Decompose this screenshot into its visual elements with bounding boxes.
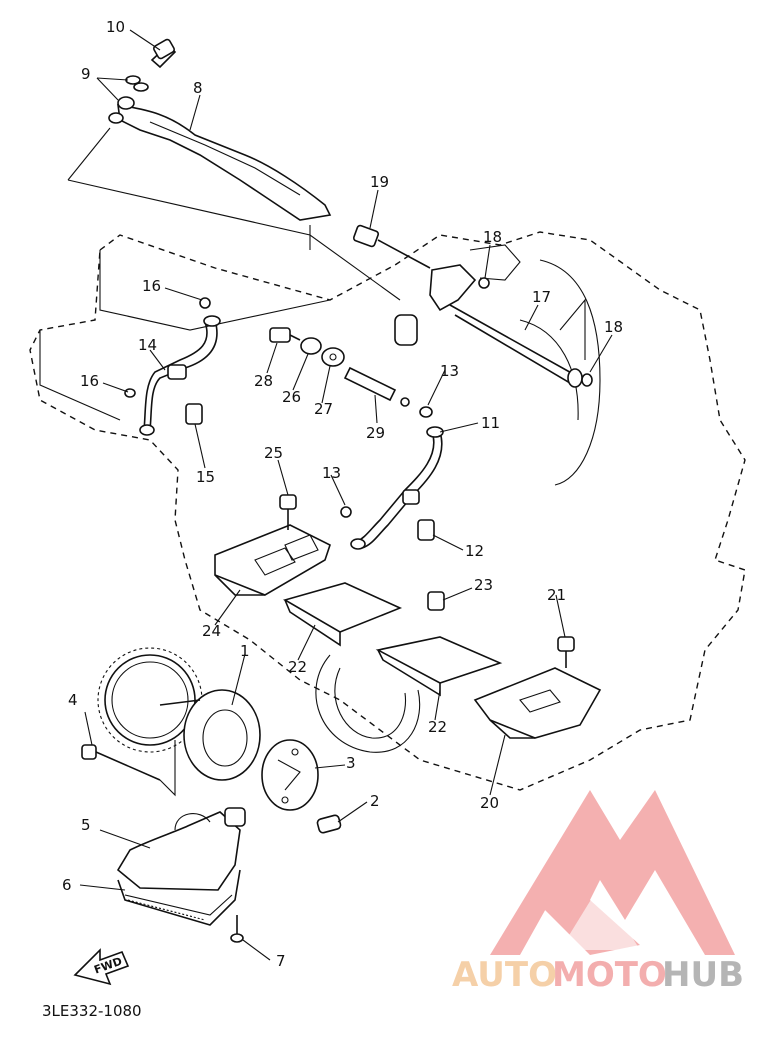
part-label-20: 20 [480,794,499,812]
part-4-bolt [81,740,176,797]
part-label-17: 17 [532,288,551,306]
part-label-16b: 16 [80,372,99,390]
part-2-dowel-pin [316,814,342,834]
watermark-moto: MOTO [552,955,667,995]
part-24-25-baffle-plate [214,494,331,596]
part-label-11: 11 [481,414,500,432]
part-label-4: 4 [68,691,78,709]
part-label-13b: 13 [322,464,341,482]
part-label-27: 27 [314,400,333,418]
part-label-18b: 18 [604,318,623,336]
fwd-arrow-icon: FWD [73,948,130,986]
part-11-oil-pipe [340,426,444,550]
part-label-13a: 13 [440,362,459,380]
part-5-6-7-oil-strainer [116,807,246,943]
part-label-15: 15 [196,468,215,486]
part-17-19-shaft-assembly [352,224,593,388]
watermark-auto: AUTO [452,955,557,995]
part-number-labels: 10 9 8 19 18 17 18 16 14 16 15 28 26 27 … [62,18,623,970]
part-26-29-shaft-washers [269,327,433,418]
part-20-21-baffle [473,636,602,739]
part-label-10: 10 [106,18,125,36]
part-label-19: 19 [370,173,389,191]
part-label-29: 29 [366,424,385,442]
part-label-7: 7 [276,952,286,970]
part-label-14: 14 [138,336,157,354]
part-label-25: 25 [264,444,283,462]
part-22-baffle-plates [282,582,503,697]
part-label-24: 24 [202,622,221,640]
crankcase-outline [29,231,746,791]
part-label-1: 1 [240,642,250,660]
part-label-2: 2 [370,792,380,810]
part-label-12: 12 [465,542,484,560]
watermark-logo: AUTO MOTO HUB [452,790,744,995]
part-label-8: 8 [193,79,203,97]
part-label-21: 21 [547,586,566,604]
leader-lines [79,29,613,961]
part-label-18a: 18 [483,228,502,246]
part-label-22b: 22 [428,718,447,736]
part-label-23: 23 [474,576,493,594]
part-label-28: 28 [254,372,273,390]
watermark-hub: HUB [662,955,744,995]
part-1-oil-pump-assembly [97,647,319,811]
part-14-oil-pipe [124,297,221,436]
part-label-3: 3 [346,754,356,772]
part-9-10-bolt-washers [125,38,177,92]
part-label-9: 9 [81,65,91,83]
part-label-16a: 16 [142,277,161,295]
part-label-5: 5 [81,816,91,834]
part-label-26: 26 [282,388,301,406]
part-8-oil-pipe-bracket [67,96,401,301]
drawing-code: 3LE332-1080 [42,1002,142,1020]
part-label-6: 6 [62,876,72,894]
part-label-22a: 22 [288,658,307,676]
